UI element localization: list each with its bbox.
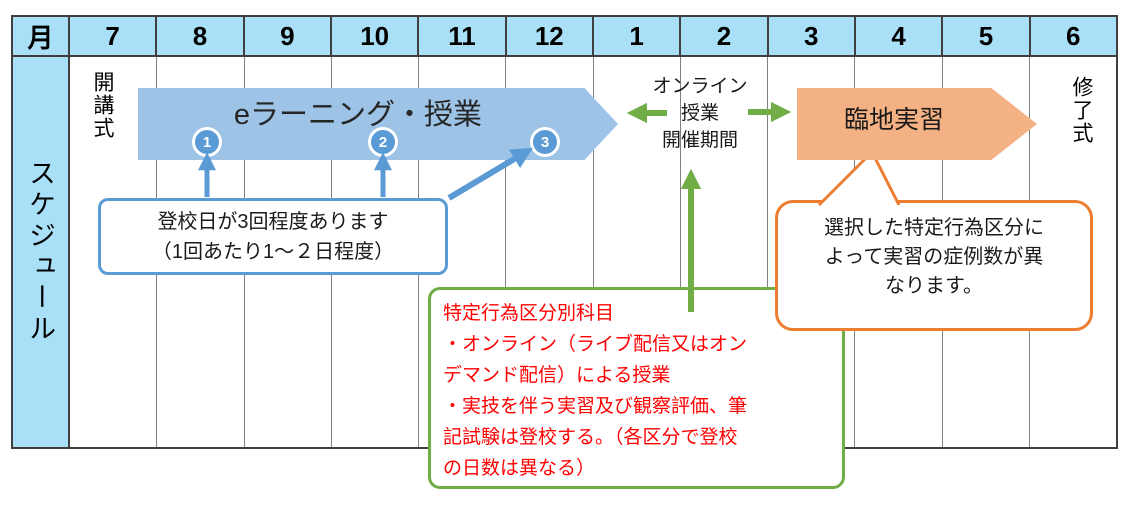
badge-3-icon: 3 xyxy=(530,127,560,157)
online-period-line3: 開催期間 xyxy=(661,130,738,151)
grid-column xyxy=(594,57,681,447)
attendance-line1: 登校日が3回程度あります xyxy=(157,211,389,233)
subjects-line4: ・実技を伴う実習及び観察評価、筆 xyxy=(443,396,748,417)
month-cell-4: 4 xyxy=(856,17,944,55)
grid-column xyxy=(419,57,507,447)
month-cell-7: 7 xyxy=(70,17,158,55)
month-cell-1: 1 xyxy=(594,17,682,55)
month-cell-6: 6 xyxy=(1066,20,1081,51)
online-period-label: オンライン 授業 開催期間 xyxy=(628,73,772,154)
schedule-sidebar-label: スケジュール xyxy=(25,159,55,345)
opening-ceremony-label: 開講式 xyxy=(91,71,114,140)
month-header-label: 月 xyxy=(13,17,70,55)
month-header-row: 月 7 8 9 10 11 12 1 2 3 4 5 6 xyxy=(11,15,1118,57)
cases-line2: よって実習の症例数が異 xyxy=(824,246,1044,268)
cases-line3: なります。 xyxy=(885,275,983,297)
closing-ceremony-label: 修了式 xyxy=(1070,76,1093,145)
attendance-callout: 登校日が3回程度あります （1回あたり1～２日程度） xyxy=(98,198,448,275)
subjects-line6: の日数は異なる） xyxy=(443,458,596,479)
month-cell-8: 8 xyxy=(157,17,245,55)
month-cell-9: 9 xyxy=(245,17,332,55)
month-cell-2: 2 xyxy=(681,17,769,55)
subjects-line1: 特定行為区分別科目 xyxy=(443,303,615,324)
month-cell-12: 12 xyxy=(507,17,594,55)
online-period-line1: オンライン xyxy=(652,76,748,97)
subjects-line2: ・オンライン（ライブ配信又はオン xyxy=(443,334,748,355)
online-period-line2: 授業 xyxy=(680,103,719,124)
schedule-sidebar: スケジュール xyxy=(13,57,70,447)
grid-column xyxy=(506,57,594,447)
subjects-callout: 特定行為区分別科目 ・オンライン（ライブ配信又はオン デマンド配信）による授業 … xyxy=(428,287,845,489)
attendance-line2: （1回あたり1～２日程度） xyxy=(151,241,395,263)
month-cell-11: 11 xyxy=(419,17,507,55)
month-cell-5: 5 xyxy=(943,17,1031,55)
subjects-line3: デマンド配信）による授業 xyxy=(443,365,671,386)
practicum-arrow: 臨地実習 xyxy=(797,88,1037,160)
badge-2-icon: 2 xyxy=(368,127,398,157)
cases-line1: 選択した特定行為区分に xyxy=(824,217,1044,239)
badge-1-icon: 1 xyxy=(192,127,222,157)
month-cell-10: 10 xyxy=(332,17,420,55)
grid-column xyxy=(681,57,768,447)
elearning-label: eラーニング・授業 xyxy=(233,99,483,131)
cases-callout: 選択した特定行為区分に よって実習の症例数が異 なります。 xyxy=(775,200,1093,331)
subjects-line5: 記試験は登校する。（各区分で登校 xyxy=(443,427,738,448)
practicum-label: 臨地実習 xyxy=(843,106,944,134)
month-cell-3: 3 xyxy=(769,17,856,55)
